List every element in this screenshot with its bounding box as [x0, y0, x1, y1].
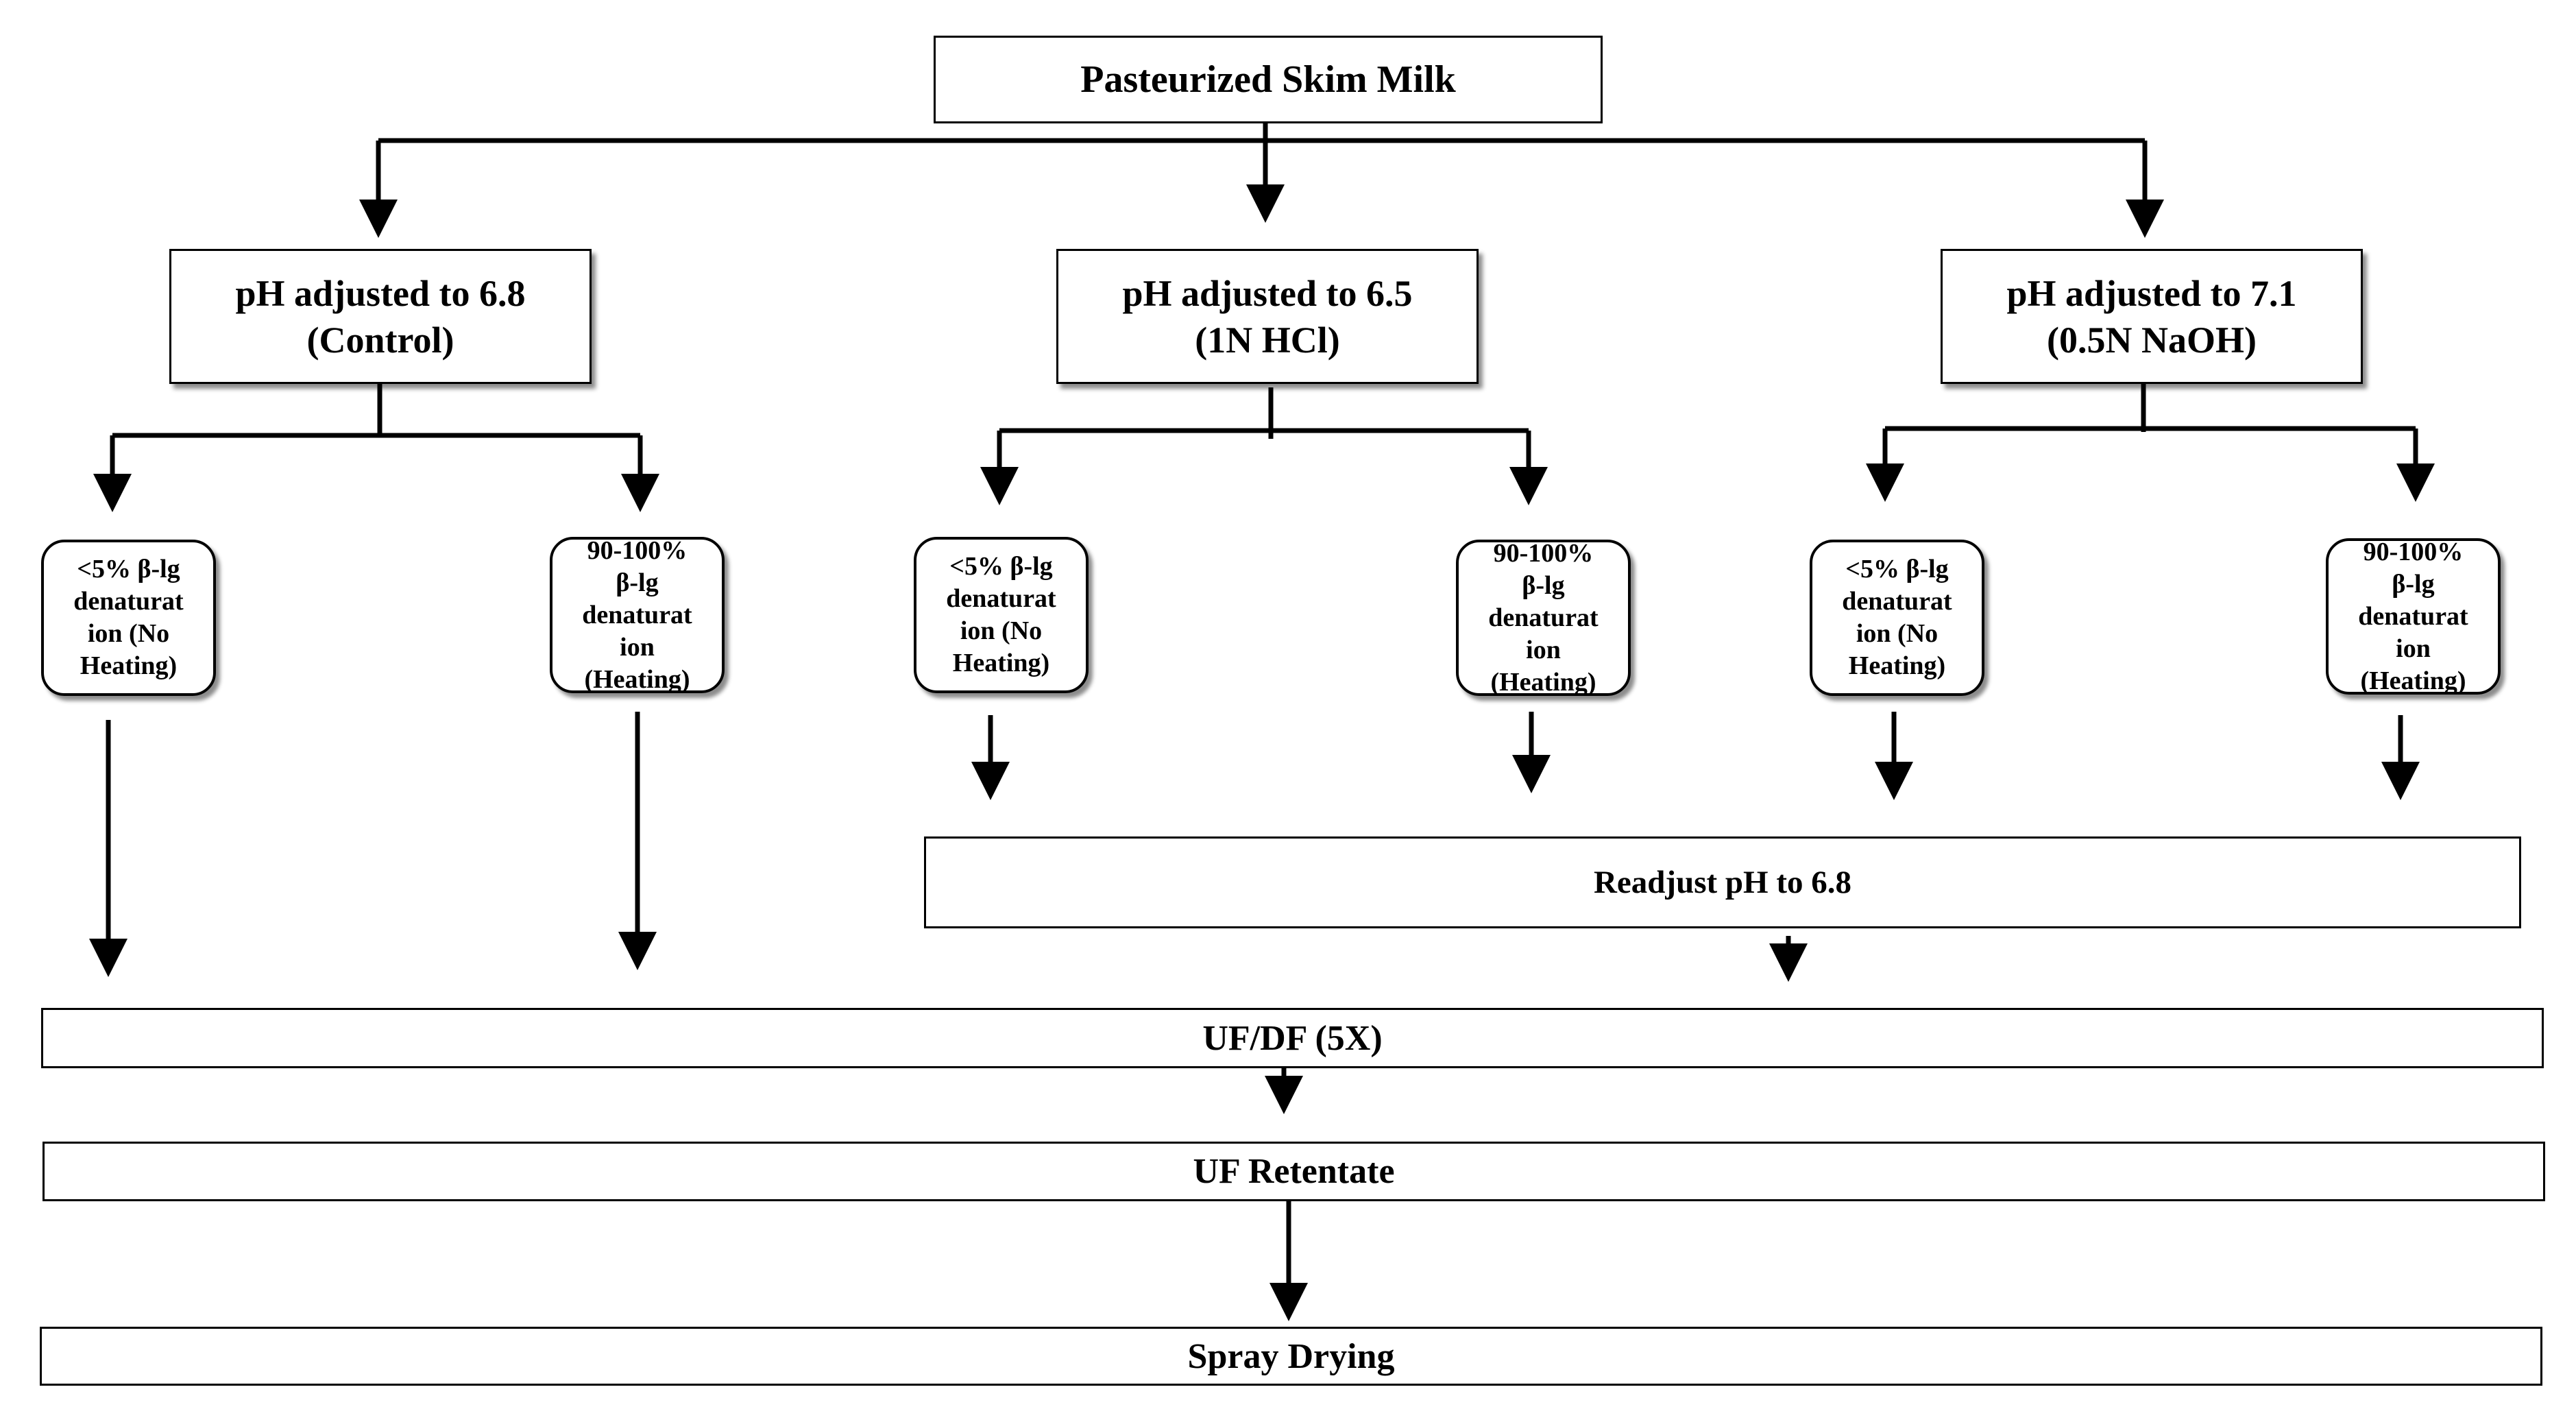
uf-df-step: UF/DF (5X) [41, 1008, 2544, 1068]
leaf-naoh-no-heating: <5% β-lg denaturat ion (No Heating) [1810, 540, 1984, 696]
branch-ph-6-8: pH adjusted to 6.8 (Control) [169, 249, 592, 384]
leaf-hcl-no-heating: <5% β-lg denaturat ion (No Heating) [914, 537, 1089, 693]
readjust-ph-step: Readjust pH to 6.8 [924, 836, 2521, 928]
spray-drying-step: Spray Drying [40, 1327, 2542, 1386]
uf-retentate-step: UF Retentate [42, 1142, 2545, 1201]
branch-ph-6-5: pH adjusted to 6.5 (1N HCl) [1056, 249, 1479, 384]
root-node: Pasteurized Skim Milk [934, 36, 1603, 123]
leaf-control-no-heating: <5% β-lg denaturat ion (No Heating) [41, 540, 216, 696]
leaf-control-heating: 90-100% β-lg denaturat ion (Heating) [550, 536, 725, 694]
leaf-naoh-heating: 90-100% β-lg denaturat ion (Heating) [2326, 538, 2501, 695]
branch-ph-7-1: pH adjusted to 7.1 (0.5N NaOH) [1941, 249, 2363, 384]
leaf-hcl-heating: 90-100% β-lg denaturat ion (Heating) [1456, 539, 1631, 697]
